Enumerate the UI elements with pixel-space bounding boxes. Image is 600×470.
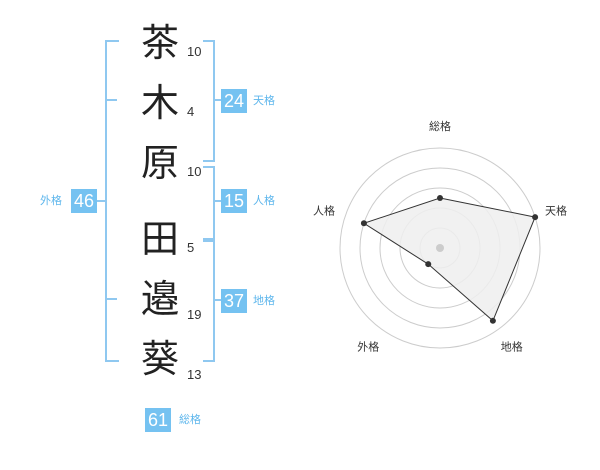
- jinkaku-label: 人格: [253, 194, 275, 207]
- radar-point-2: [532, 214, 539, 221]
- radar-point-1: [437, 195, 443, 201]
- bracket-connector: [213, 299, 221, 301]
- radar-points: [360, 195, 539, 324]
- name-char-4: 田: [140, 217, 179, 261]
- radar-point-3: [489, 317, 496, 324]
- stroke-count-6: 13: [187, 367, 202, 382]
- bracket-tick: [105, 99, 117, 101]
- radar-axis-label-4: 外格: [357, 340, 379, 354]
- name-stroke-panel: 茶 木 原 田 邉 葵 10 4 10 5 19 13 24 天格 15 人格 …: [40, 21, 275, 432]
- name-char-3: 原: [140, 141, 179, 185]
- bracket-connector: [97, 200, 105, 202]
- bracket-connector: [213, 200, 221, 202]
- radar-axis-label-2: 天格: [545, 203, 567, 217]
- jinkaku-value: 15: [221, 189, 247, 213]
- tenkaku-bracket: [203, 40, 215, 162]
- gaikaku-value: 46: [71, 189, 97, 213]
- radar-axis-label-3: 地格: [501, 340, 523, 354]
- radar-axis-label-5: 人格: [313, 203, 335, 217]
- name-char-1: 茶: [140, 21, 179, 65]
- radar-axis-label-1: 総格: [429, 119, 451, 133]
- radar-point-5: [360, 220, 367, 227]
- stroke-count-3: 10: [187, 164, 202, 179]
- name-char-5: 邉: [140, 277, 179, 321]
- stroke-count-5: 19: [187, 307, 202, 322]
- chikaku-value: 37: [221, 289, 247, 313]
- radar-series-area: [362, 197, 536, 322]
- radar-ring: [339, 147, 541, 349]
- soukaku-value: 61: [145, 408, 171, 432]
- name-char-6: 葵: [140, 337, 179, 381]
- radar-center-dot: [436, 244, 444, 252]
- chikaku-label: 地格: [253, 294, 275, 307]
- name-char-2: 木: [140, 81, 179, 125]
- stroke-count-1: 10: [187, 44, 202, 59]
- gaikaku-label: 外格: [40, 194, 62, 207]
- soukaku-label: 総格: [179, 413, 201, 426]
- tenkaku-label: 天格: [253, 94, 275, 107]
- jinkaku-bracket: [203, 166, 215, 240]
- stroke-count-2: 4: [187, 104, 195, 119]
- stroke-count-4: 5: [187, 240, 195, 255]
- gaikaku-bracket: [105, 40, 119, 362]
- radar-point-4: [425, 261, 432, 268]
- tenkaku-value: 24: [221, 89, 247, 113]
- bracket-tick: [105, 298, 117, 300]
- bracket-connector: [213, 99, 221, 101]
- chikaku-bracket: [203, 240, 215, 362]
